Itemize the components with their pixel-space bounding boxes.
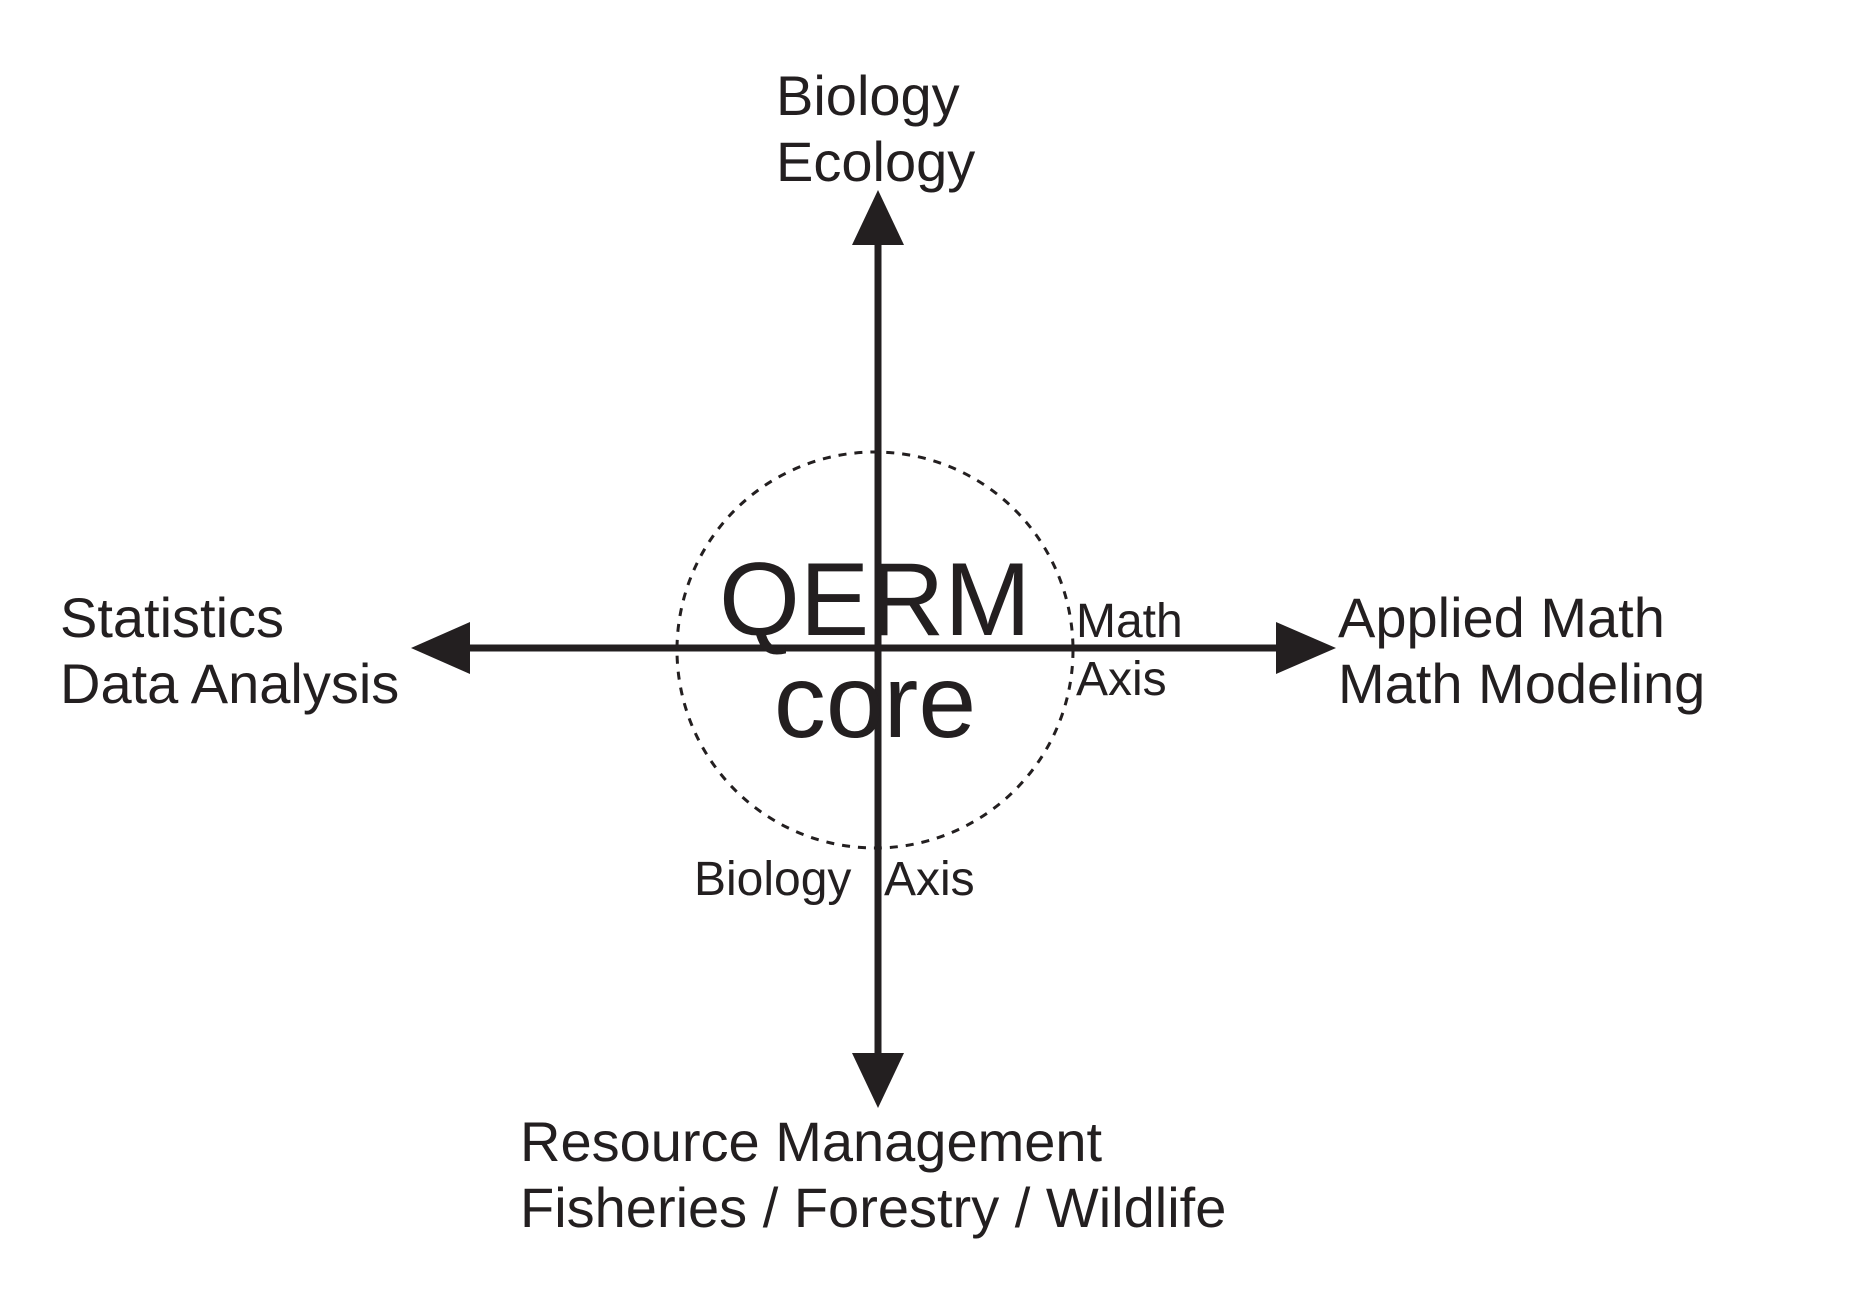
left-label-line2: Data Analysis — [60, 652, 400, 715]
down-arrowhead — [852, 1053, 904, 1108]
math-axis-label-line1: Math — [1076, 595, 1183, 648]
core-title: QERM — [719, 542, 1031, 658]
top-label-line2: Ecology — [776, 130, 976, 193]
right-label-line1: Applied Math — [1338, 586, 1665, 649]
biology-axis-label-right: Axis — [884, 853, 975, 906]
core-subtitle: core — [773, 644, 977, 760]
bottom-label-line1: Resource Management — [520, 1110, 1103, 1173]
left-arrowhead — [411, 622, 470, 674]
bottom-label-line2: Fisheries / Forestry / Wildlife — [520, 1176, 1227, 1239]
right-arrowhead — [1276, 622, 1336, 674]
math-axis-label-line2: Axis — [1076, 653, 1167, 706]
left-label-line1: Statistics — [60, 586, 285, 649]
right-label-line2: Math Modeling — [1338, 652, 1706, 715]
up-arrowhead — [852, 190, 904, 245]
top-label-line1: Biology — [776, 64, 960, 127]
biology-axis-label-left: Biology — [694, 853, 852, 906]
